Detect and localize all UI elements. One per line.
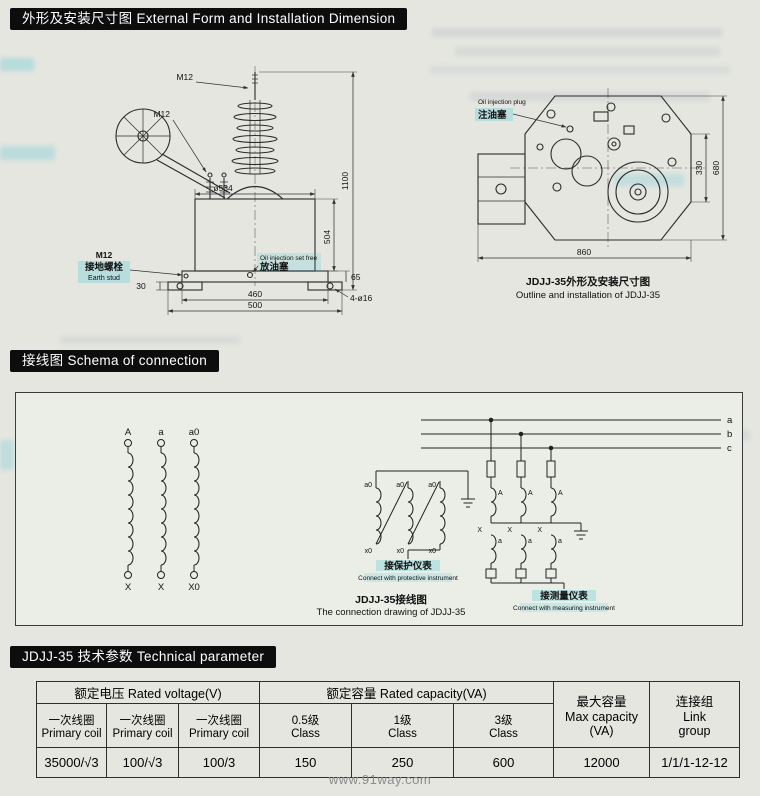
class-0p5-header: 0.5级 Class <box>259 703 353 748</box>
m12-top-label: M12 <box>176 72 193 82</box>
measuring-label-cn: 接测量仪表 <box>540 590 588 602</box>
dim-cover-width: 860 <box>577 247 591 257</box>
dim-base-outer: 500 <box>248 300 262 310</box>
secondary-label-a: a <box>528 538 532 545</box>
oil-plug-label-cn: 注油塞 <box>478 109 507 121</box>
section-header-outline: 外形及安装尺寸图 External Form and Installation … <box>10 8 408 30</box>
winding-group <box>124 439 200 579</box>
phase-b-label: b <box>727 429 732 440</box>
phase-c-label: c <box>727 443 732 454</box>
watermark: www.91way.com <box>328 772 432 787</box>
class-1-header: 1级 Class <box>351 703 455 748</box>
value-link-group: 1/1/1-12-12 <box>649 747 741 778</box>
protective-a0: a0 <box>428 482 436 489</box>
drain-plug <box>246 271 254 279</box>
protective-a0: a0 <box>396 482 404 489</box>
schema-box: A a a0 X X X0 a0 a0 a0 x0 x0 x0 <box>15 392 743 626</box>
terminal-A: A <box>125 427 132 438</box>
value-max-capacity: 12000 <box>553 747 651 778</box>
secondary-label-a: a <box>558 538 562 545</box>
drain-plug-label-cn: 放油塞 <box>259 261 289 273</box>
protective-label-en: Connect with protective instrument <box>358 575 458 582</box>
dim-foot-height: 30 <box>136 281 146 291</box>
mounting-bracket <box>477 153 526 225</box>
schema-caption-cn: JDJJ-35接线图 <box>355 593 427 606</box>
protective-x0: x0 <box>397 548 405 555</box>
terminal-X1: X <box>125 582 132 593</box>
primary-label-A: A <box>558 490 563 497</box>
value-capacity-1: 250 <box>351 747 455 778</box>
link-group-header: 连接组 Link group <box>649 681 741 748</box>
m12-side-label: M12 <box>153 109 170 119</box>
protective-a0: a0 <box>364 482 372 489</box>
bleed-through-artifact <box>0 440 14 470</box>
measuring-label-en: Connect with measuring instrument <box>513 605 615 612</box>
dim-base-height: 65 <box>351 272 361 282</box>
class-3-header: 3级 Class <box>453 703 555 748</box>
terminal-a: a <box>158 427 164 438</box>
dim-outer-height: 680 <box>711 161 721 175</box>
parameter-table: 额定电压 Rated voltage(V) 额定容量 Rated capacit… <box>35 681 741 778</box>
dim-base-inner: 460 <box>248 289 262 299</box>
value-capacity-0p5: 150 <box>259 747 353 778</box>
earth-stud-label-en: Earth stud <box>88 275 120 282</box>
primary-label-A: A <box>498 490 503 497</box>
bleed-through-artifact <box>60 336 240 344</box>
measuring-circuit <box>421 417 721 589</box>
rated-voltage-header: 额定电压 Rated voltage(V) <box>35 681 261 704</box>
value-primary-voltage: 35000/√3 <box>36 747 107 778</box>
outline-drawing-svg: 1100 504 ø534 460 500 65 <box>78 66 727 315</box>
oil-plug-label-en: Oil injection plug <box>478 99 526 106</box>
dim-total-height: 1100 <box>340 172 350 191</box>
phase-a-label: a <box>727 415 733 426</box>
protective-label-cn: 接保护仪表 <box>384 560 432 572</box>
secondary-label-a: a <box>498 538 502 545</box>
section-header-parameters: JDJJ-35 技术参数 Technical parameter <box>10 646 277 668</box>
outline-drawing-area: 1100 504 ø534 460 500 65 <box>10 54 750 316</box>
bleed-through-artifact <box>432 28 722 37</box>
drain-plug-label-en: Oil injection set free <box>260 255 317 262</box>
value-secondary-voltage: 100/√3 <box>106 747 179 778</box>
schema-caption-en: The connection drawing of JDJJ-35 <box>317 607 466 618</box>
terminal-X2: X <box>158 582 165 593</box>
value-residual-voltage: 100/3 <box>177 747 261 778</box>
earth-stud-point <box>183 273 189 279</box>
primary-label-A: A <box>528 490 533 497</box>
rated-capacity-header: 额定容量 Rated capacity(VA) <box>259 681 555 704</box>
max-capacity-header: 最大容量 Max capacity (VA) <box>553 681 651 748</box>
primary-coil-header-1: 一次线圈 Primary coil <box>36 703 107 748</box>
dim-diameter: ø534 <box>213 183 233 193</box>
front-view-dimensions: 1100 504 ø534 460 500 65 <box>78 71 372 315</box>
protective-x0: x0 <box>365 548 373 555</box>
neutral-label-X: X <box>477 527 482 534</box>
earth-stud-label-cn: 接地螺栓 <box>85 261 124 273</box>
terminal-a0: a0 <box>189 427 200 438</box>
outline-caption-en: Outline and installation of JDJJ-35 <box>516 290 660 301</box>
outline-caption-cn: JDJJ-35外形及安装尺寸图 <box>526 275 650 288</box>
mounting-hole <box>176 282 184 290</box>
primary-coil-header-2: 一次线圈 Primary coil <box>106 703 179 748</box>
top-view-dimensions: Oil injection plug 注油塞 860 330 680 <box>475 95 727 262</box>
neutral-label-X: X <box>537 527 542 534</box>
dim-inner-height: 330 <box>694 161 704 175</box>
mounting-hole <box>326 282 334 290</box>
protective-circuit <box>375 470 475 559</box>
schema-svg: A a a0 X X X0 a0 a0 a0 x0 x0 x0 <box>124 415 733 618</box>
primary-coil-header-3: 一次线圈 Primary coil <box>177 703 261 748</box>
section-header-schema: 接线图 Schema of connection <box>10 350 220 372</box>
oil-injection-plug <box>566 125 574 133</box>
dim-tank-height: 504 <box>322 230 332 244</box>
earth-stud-m12: M12 <box>96 250 113 260</box>
neutral-label-X: X <box>507 527 512 534</box>
mounting-holes-label: 4-ø16 <box>350 293 372 303</box>
hand-wheel <box>115 108 231 199</box>
protective-x0: x0 <box>429 548 437 555</box>
terminal-X0: X0 <box>188 582 200 593</box>
